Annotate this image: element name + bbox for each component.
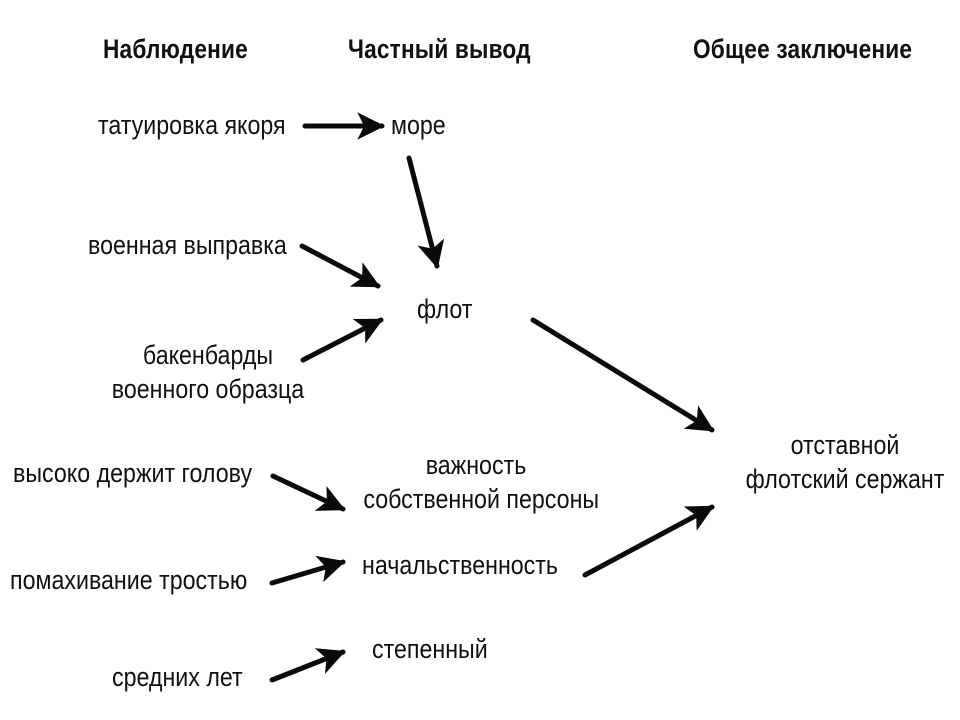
node-cane-waving: помахивание тростью	[10, 565, 248, 595]
node-middle-aged: средних лет	[112, 662, 243, 692]
header-observation: Наблюдение	[103, 34, 248, 64]
arrow-sideburns-to-fleet	[300, 317, 384, 363]
node-retired-naval-sergeant: отставной флотский сержант	[744, 428, 945, 496]
node-self-importance-line2: собственной персоны	[363, 484, 600, 514]
node-self-importance: важность собственной персоны	[363, 448, 600, 516]
node-retired-naval-sergeant-line2: флотский сержант	[745, 464, 945, 494]
arrow-cane-waving-to-authority	[269, 555, 346, 586]
arrow-fleet-to-conclusion	[530, 317, 715, 433]
arrow-military-bearing-to-fleet	[299, 243, 381, 289]
node-military-sideburns-line1: бакенбарды	[142, 340, 274, 370]
node-sedate: степенный	[372, 634, 488, 664]
node-military-sideburns-line2: военного образца	[111, 374, 305, 404]
node-retired-naval-sergeant-line1: отставной	[790, 430, 900, 460]
node-military-bearing: военная выправка	[88, 230, 287, 260]
arrow-middle-aged-to-sedate	[269, 648, 346, 683]
node-self-importance-line1: важность	[425, 450, 527, 480]
node-fleet: флот	[417, 294, 473, 324]
arrow-sea-to-fleet	[406, 155, 445, 269]
node-authority: начальственность	[362, 550, 559, 580]
node-head-held-high: высоко держит голову	[13, 458, 253, 488]
node-military-sideburns: бакенбарды военного образца	[105, 338, 311, 406]
node-sea: море	[391, 110, 446, 140]
header-general-conclusion: Общее заключение	[693, 34, 913, 64]
arrow-authority-to-conclusion	[582, 504, 715, 578]
header-partial-conclusion: Частный вывод	[348, 34, 531, 64]
arrow-head-high-to-importance	[270, 473, 346, 512]
node-anchor-tattoo: татуировка якоря	[98, 110, 286, 140]
